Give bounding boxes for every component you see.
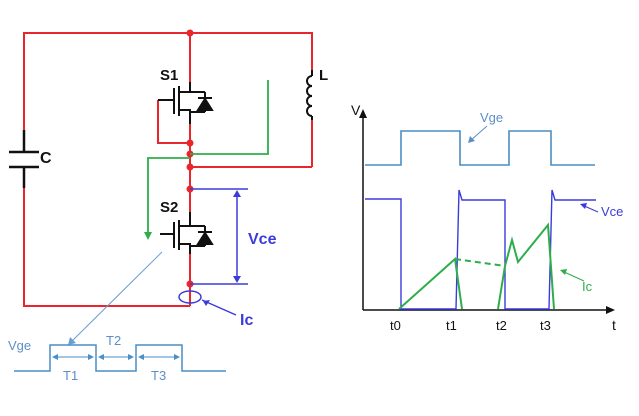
junction-s1-source xyxy=(186,139,194,147)
vge-trace xyxy=(365,130,595,166)
vge-trace-label: Vge xyxy=(480,110,503,125)
s2-label: S2 xyxy=(160,199,178,216)
interval-label-t1: T1 xyxy=(63,368,78,383)
gate-pulse-signal-label: Vge xyxy=(8,338,31,353)
vge-callout-arrow xyxy=(468,136,475,143)
vce-label: Vce xyxy=(248,231,277,248)
s1-label: S1 xyxy=(160,67,178,84)
plot-axes xyxy=(359,109,615,314)
ic-trace-label: Ic xyxy=(582,279,593,294)
capacitor-label: C xyxy=(40,150,52,167)
interval-label-t2: T2 xyxy=(106,333,121,348)
inductor-symbol xyxy=(306,70,313,120)
s1-gate-drive-wire xyxy=(190,80,269,155)
junction-midpoint xyxy=(186,163,194,171)
junction-top xyxy=(186,29,194,37)
ic-trace xyxy=(398,222,555,310)
ic-callout-arrow-plot xyxy=(560,269,567,275)
s1-transistor-symbol xyxy=(158,82,214,124)
ic-trace-freewheel xyxy=(454,258,506,267)
interval-dimension-arrows xyxy=(52,354,180,360)
time-tick-t2: t2 xyxy=(496,318,507,333)
vce-trace xyxy=(365,189,596,310)
gate-drive-arrow xyxy=(144,232,152,240)
ic-label: Ic xyxy=(240,312,253,329)
ic-callout-arrow xyxy=(203,300,210,306)
capacitor-symbol xyxy=(9,130,39,188)
vce-trace-label: Vce xyxy=(601,204,623,219)
interval-label-t3: T3 xyxy=(151,368,166,383)
vce-measurement xyxy=(190,188,248,285)
y-axis-label: V xyxy=(351,102,361,118)
s1-gate-short-wire xyxy=(157,100,190,144)
current-probe-ellipse xyxy=(178,290,202,304)
s2-gate-drive-wire xyxy=(147,157,190,233)
inductor-label: L xyxy=(319,67,328,84)
x-axis-label: t xyxy=(612,317,616,333)
gate-callout-line xyxy=(69,251,163,344)
s2-transistor-symbol xyxy=(160,212,214,254)
bottom-bus-wire xyxy=(23,188,190,307)
gate-callout-arrow xyxy=(68,337,76,345)
gate-drive-wires xyxy=(147,80,269,233)
top-bus-wire xyxy=(23,32,313,130)
waveform-plot: V t Vge Vce Ic t0 t1 t2 t3 xyxy=(351,102,623,333)
gate-pulse-train: Vge T1 T2 T3 xyxy=(8,333,226,383)
gate-pulse-waveform xyxy=(14,344,226,372)
time-tick-t3: t3 xyxy=(540,318,551,333)
ic-trace-pulse-2 xyxy=(497,222,555,310)
vce-callout-arrow xyxy=(580,203,587,209)
ic-trace-pulse-1 xyxy=(398,257,463,310)
time-tick-t0: t0 xyxy=(390,318,401,333)
time-tick-t1: t1 xyxy=(446,318,457,333)
vge-callout-line xyxy=(469,125,488,142)
circuit-schematic: C L S1 xyxy=(9,29,328,345)
